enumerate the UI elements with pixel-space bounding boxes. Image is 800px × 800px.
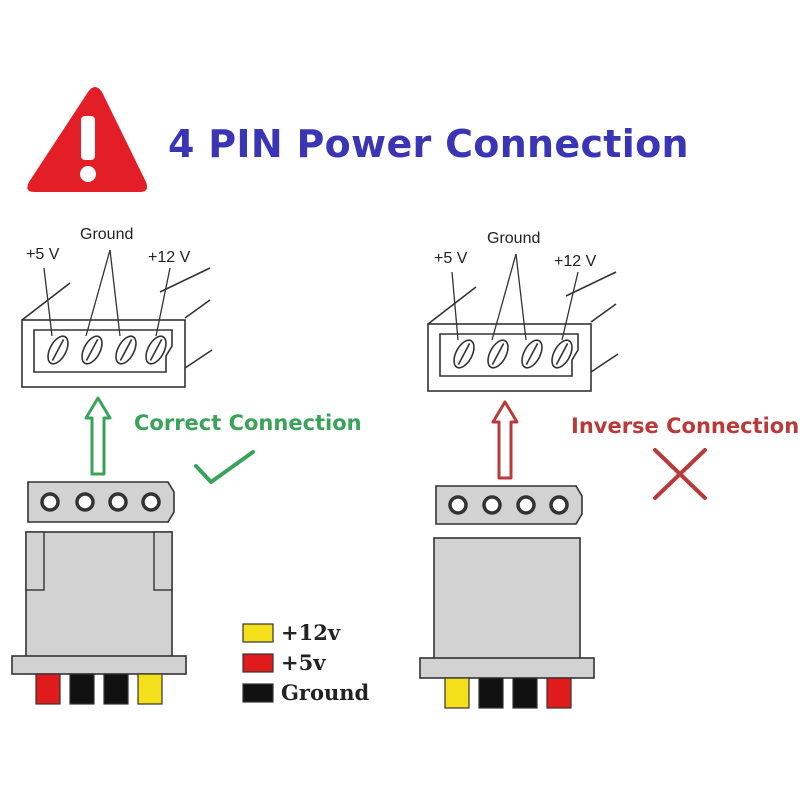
legend-swatch (242, 623, 274, 643)
left-plug (11, 481, 187, 675)
left-label-ground: Ground (80, 226, 134, 243)
right-socket-pins (453, 339, 573, 369)
wire (103, 673, 129, 705)
legend-label-5v: +5v (281, 650, 326, 675)
wire (137, 673, 163, 705)
right-plug (419, 485, 595, 679)
left-pin-leaders (43, 249, 171, 337)
page-title: 4 PIN Power Connection (168, 122, 689, 166)
wire (444, 677, 470, 709)
inverse-connection-label: Inverse Connection (571, 414, 800, 438)
correct-connection-label: Correct Connection (134, 411, 362, 435)
legend-swatch (242, 683, 274, 703)
legend-label-12v: +12v (281, 620, 341, 645)
wire (35, 673, 61, 705)
left-label-5v: +5 V (26, 246, 60, 263)
legend-label-ground: Ground (281, 680, 370, 705)
arrow-up-icon-left (84, 396, 112, 476)
check-icon (194, 450, 255, 484)
right-pin-leaders (451, 253, 579, 341)
wire (512, 677, 538, 709)
wire (546, 677, 572, 709)
left-wires (35, 673, 163, 705)
right-socket (427, 271, 619, 392)
right-label-5v: +5 V (434, 250, 468, 267)
wire (478, 677, 504, 709)
warning-icon (27, 87, 148, 192)
cross-icon (653, 448, 707, 500)
legend-swatch (242, 653, 274, 673)
left-label-12v: +12 V (148, 249, 191, 266)
right-label-12v: +12 V (554, 253, 597, 270)
right-wires (444, 677, 572, 709)
arrow-up-icon-right (491, 400, 519, 480)
right-label-ground: Ground (487, 230, 541, 247)
wire (69, 673, 95, 705)
legend-swatches (242, 623, 274, 703)
left-socket-pins (47, 335, 167, 365)
